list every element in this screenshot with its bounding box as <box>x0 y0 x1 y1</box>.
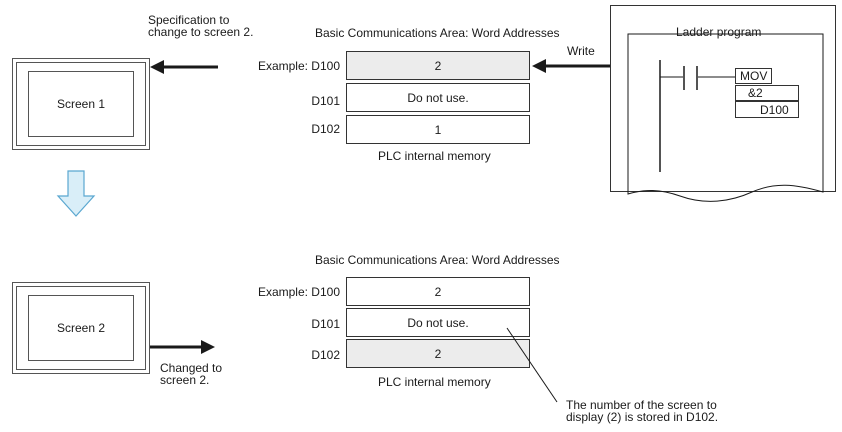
screen-1-bezel <box>16 62 146 146</box>
row-address: D102 <box>311 122 340 136</box>
memory-caption-top: PLC internal memory <box>378 149 491 163</box>
mov-box <box>735 68 772 84</box>
screen-1-frame: Screen 1 <box>12 58 150 150</box>
row-address: D101 <box>311 94 340 108</box>
write-label: Write <box>567 44 595 58</box>
callout-leader <box>506 327 558 403</box>
row-address: D101 <box>311 317 340 331</box>
ladder-rung <box>660 66 735 90</box>
memory-cell-d100: 2 <box>346 277 530 306</box>
memory-cell-d101: Do not use. <box>346 83 530 112</box>
operand-dest: D100 <box>760 103 789 117</box>
row-address: Example: D100 <box>257 59 340 73</box>
area-title-bottom: Basic Communications Area: Word Addresse… <box>315 253 560 267</box>
screen-1-display: Screen 1 <box>28 71 134 137</box>
memory-caption-bottom: PLC internal memory <box>378 375 491 389</box>
screen-1-label: Screen 1 <box>56 97 106 111</box>
screen-2-bezel <box>16 286 146 370</box>
callout-note: The number of the screen to display (2) … <box>566 398 719 424</box>
memory-cell-d102: 1 <box>346 115 530 144</box>
row-address: Example: D100 <box>257 285 340 299</box>
operand-dest-box <box>735 101 799 118</box>
memory-cell-d100: 2 <box>346 51 530 80</box>
arrow-to-screen-1 <box>150 60 218 74</box>
memory-cell-d102: 2 <box>346 339 530 368</box>
ladder-program-panel <box>610 5 836 192</box>
ladder-title: Ladder program <box>676 25 762 39</box>
memory-cell-d101: Do not use. <box>346 308 530 337</box>
row-address: D102 <box>311 348 340 362</box>
write-arrow <box>532 59 610 73</box>
mov-instruction: MOV <box>740 69 768 83</box>
ladder-paper <box>627 33 824 202</box>
operand-source-box <box>735 85 799 101</box>
area-title-top: Basic Communications Area: Word Addresse… <box>315 26 560 40</box>
changed-note: Changed to screen 2. <box>160 361 223 387</box>
operand-source: &2 <box>748 86 763 100</box>
spec-note: Specification to change to screen 2. <box>148 13 254 39</box>
down-arrow <box>56 170 96 217</box>
screen-2-label: Screen 2 <box>56 321 106 335</box>
changed-arrow <box>150 340 215 354</box>
screen-2-display: Screen 2 <box>28 295 134 361</box>
screen-2-frame: Screen 2 <box>12 282 150 374</box>
